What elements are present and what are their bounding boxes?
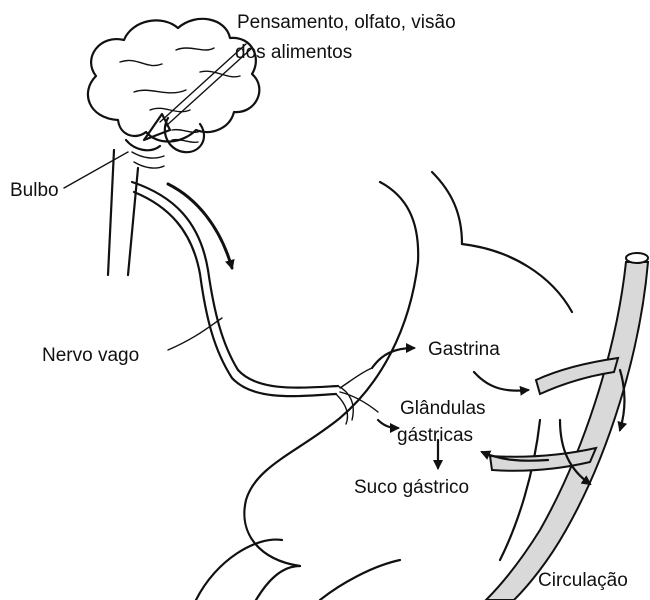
vagus-nerve: [132, 182, 378, 424]
stimulus-label-line2: dos alimentos: [235, 42, 352, 63]
bulbo-pointer: [64, 152, 128, 188]
suco-gastrico-label: Suco gástrico: [354, 477, 469, 498]
brain-icon: [88, 19, 259, 275]
circulacao-label: Circulação: [538, 570, 628, 591]
bulbo-label: Bulbo: [10, 180, 59, 201]
stimulus-label: Pensamento, olfato, visão: [237, 12, 456, 33]
glandulas-label-line2: gástricas: [397, 425, 473, 446]
nervo-vago-label: Nervo vago: [42, 345, 139, 366]
glandulas-label: Glândulas: [400, 398, 486, 419]
stomach-icon: [196, 172, 572, 600]
gastrina-label: Gastrina: [428, 339, 500, 360]
